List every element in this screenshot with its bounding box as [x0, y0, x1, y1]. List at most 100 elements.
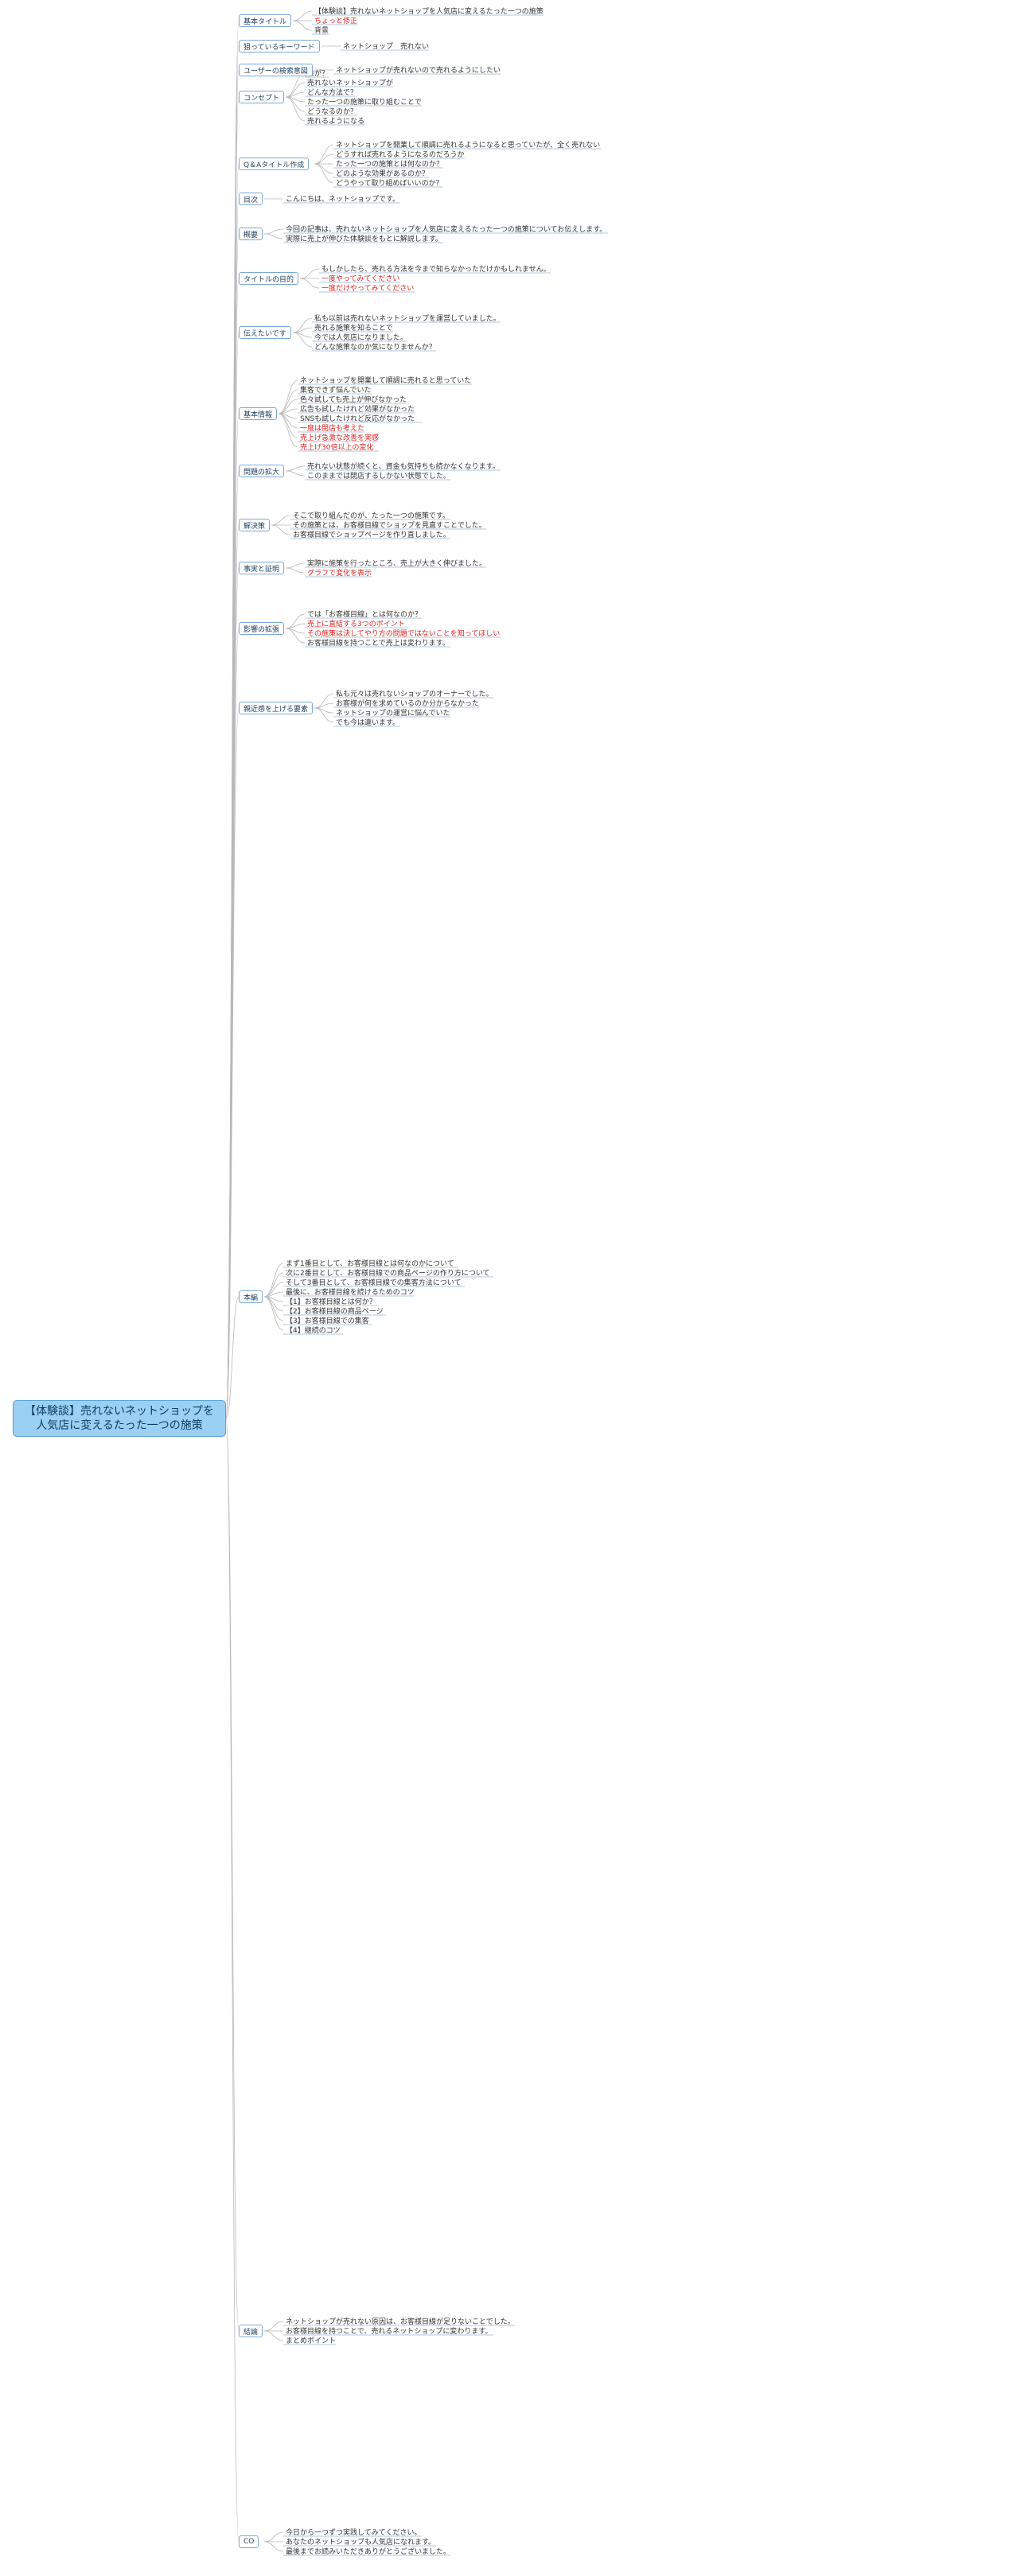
branch-topic[interactable]: 狙っているキーワード [239, 40, 320, 53]
subtopic-label[interactable]: その施策とは、お客様目線でショップを見直すことでした。 [293, 520, 486, 530]
subtopic-label[interactable]: どんな方法で？ [307, 88, 357, 97]
subtopic-label[interactable]: もしかしたら、売れる方法を今まで知らなかっただけかもしれません。 [321, 264, 551, 274]
branch-to-child-edge [278, 389, 298, 414]
subtopic-label[interactable]: 一度は閉店も考えた [300, 423, 364, 433]
subtopic-label[interactable]: 売れない状態が続くと、資金も気持ちも続かなくなります。 [307, 461, 500, 471]
branch-topic[interactable]: 問題の拡大 [239, 465, 285, 477]
subtopic-label[interactable]: ネットショップを開業して順調に売れると思っていた [300, 376, 471, 385]
branch-to-child-edge [285, 96, 306, 122]
subtopic-label[interactable]: 広告も試したけれど効果がなかった [300, 404, 415, 414]
subtopic-label[interactable]: ネットショップの運営に悩んでいた [336, 708, 450, 718]
subtopic-label[interactable]: 売れるようになる [307, 116, 364, 126]
subtopic-label[interactable]: グラフで変化を表示 [307, 568, 372, 578]
branch-topic[interactable]: 基本情報 [239, 407, 278, 420]
subtopic-label[interactable]: あなたのネットショップも人気店になれます。 [286, 2537, 435, 2547]
subtopic-label[interactable]: 売れる施策を知ることで [314, 323, 393, 333]
subtopic-label[interactable]: どんな施策なのか気になりませんか？ [314, 342, 436, 352]
subtopic-label[interactable]: 私も以前は売れないネットショップを運営していました。 [314, 313, 501, 323]
branch-topic[interactable]: コンセプト [239, 91, 285, 103]
branch-to-child-edge [292, 10, 313, 21]
branch-to-child-edge [263, 1296, 284, 1321]
subtopic-label[interactable]: まとめポイント [286, 2337, 336, 2345]
subtopic-label[interactable]: どのような効果があるのか？ [336, 169, 429, 178]
subtopic-label[interactable]: 次に2番目として、お客様目線での商品ページの作り方について [286, 1268, 490, 1278]
subtopic-label[interactable]: ネットショップ 売れない [343, 41, 429, 51]
subtopic-label[interactable]: ネットショップが売れないので売れるようにしたい [336, 65, 501, 75]
branch-to-child-edge [285, 465, 306, 472]
subtopic-label[interactable]: 実際に施策を行ったところ、売上が大きく伸びました。 [307, 558, 486, 568]
branch-topic[interactable]: ユーザーの検索意図 [239, 64, 313, 76]
subtopic-label[interactable]: その施策は決してやり方の問題ではないことを知ってほしい [307, 628, 500, 638]
branch-to-child-edge [314, 707, 334, 723]
subtopic-label[interactable]: たった一つの施策に取り組むことで [307, 97, 422, 107]
branch-to-child-edge [263, 228, 284, 235]
subtopic-label[interactable]: でも今は違います。 [336, 718, 399, 727]
subtopic-label[interactable]: 色々試しても売上が伸びなかった [300, 395, 407, 404]
subtopic-label[interactable]: まず1番目として、お客様目線とは何なのかについて [286, 1259, 454, 1268]
subtopic-label[interactable]: SNSも試したけれど反応がなかった [300, 414, 415, 423]
branch-topic[interactable]: 目次 [239, 193, 263, 205]
subtopic-label[interactable]: 最後に、お客様目線を続けるためのコツ [286, 1287, 415, 1297]
branch-to-child-edge [285, 470, 306, 477]
subtopic-label[interactable]: ネットショップを開業して順調に売れるようになると思っていたが、全く売れない [336, 140, 600, 150]
subtopic-label[interactable]: このままでは閉店するしかない状態でした。 [307, 471, 450, 481]
branch-to-child-edge [292, 20, 313, 31]
branch-to-child-edge [263, 1272, 284, 1298]
root-to-branch-edge [225, 1418, 240, 2332]
subtopic-label[interactable]: 【1】お客様目線とは何か？ [286, 1297, 376, 1306]
subtopic-label[interactable]: ネットショップが売れない原因は、お客様目線が足りないことでした。 [286, 2317, 515, 2326]
subtopic-label[interactable]: 売上げ急激な改善を実感 [300, 433, 379, 442]
subtopic-label[interactable]: 最後までお読みいただきありがとうございました。 [286, 2547, 450, 2556]
branch-topic[interactable]: 基本タイトル [239, 14, 292, 27]
subtopic-label[interactable]: そして3番目として、お客様目線での集客方法について [286, 1278, 461, 1287]
subtopic-label[interactable]: たった一つの施策とは何なのか？ [336, 159, 443, 169]
branch-to-child-edge [263, 233, 284, 239]
branch-topic[interactable]: 親近感を上げる要素 [239, 702, 314, 714]
branch-to-child-edge [278, 379, 298, 414]
subtopic-label[interactable]: 集客できず悩んでいた [300, 385, 372, 395]
branch-topic[interactable]: 結論 [239, 2325, 263, 2337]
branch-topic[interactable]: Q＆Aタイトル作成 [239, 158, 310, 170]
branch-topic[interactable]: タイトルの目的 [239, 272, 299, 285]
branch-topic[interactable]: 事実と証明 [239, 562, 285, 574]
subtopic-label[interactable]: 実際に売上が伸びた体験談をもとに解説します。 [286, 234, 442, 243]
branch-to-child-edge [285, 562, 306, 569]
branch-topic[interactable]: 本編 [239, 1290, 263, 1303]
branch-topic[interactable]: 解決策 [239, 519, 271, 531]
branch-topic[interactable]: 伝えたいです [239, 326, 291, 339]
branch-to-child-edge [285, 628, 306, 644]
subtopic-label[interactable]: お客様目線を持つことで売上は変わります。 [307, 638, 450, 648]
subtopic-label[interactable]: 一度だけやってみてください [321, 283, 414, 293]
subtopic-label[interactable]: こんにちは、ネットショップです。 [286, 195, 399, 204]
subtopic-label[interactable]: 今回の記事は、売れないネットショップを人気店に変えるたった一つの施策についてお伝… [286, 224, 606, 234]
subtopic-label[interactable]: 今日から一つずつ実践してみてください。 [286, 2527, 421, 2537]
subtopic-label[interactable]: そこで取り組んだのが、たった一つの施策です。 [293, 511, 450, 520]
mindmap-edges [225, 10, 341, 2552]
branch-topic[interactable]: CO [239, 2535, 259, 2548]
subtopic-label[interactable]: 一度やってみてください [321, 274, 399, 283]
subtopic-label[interactable]: 私も元々は売れないショップのオーナーでした。 [336, 689, 493, 698]
subtopic-label[interactable]: 背景 [314, 25, 329, 35]
subtopic-label[interactable]: ちょっと修正 [314, 16, 357, 25]
subtopic-label[interactable]: 売上に直結する3つのポイント [307, 619, 405, 628]
subtopic-label[interactable]: 【4】継続のコツ [286, 1325, 341, 1335]
subtopic-label[interactable]: お客様目線でショップページを作り直しました。 [293, 530, 450, 539]
branch-to-child-edge [278, 413, 298, 448]
root-to-branch-edge [225, 1296, 240, 1419]
root-topic[interactable]: 【体験談】売れないネットショップを人気店に変えるたった一つの施策 [13, 1400, 226, 1437]
branch-topic[interactable]: 影響の拡張 [239, 622, 285, 635]
subtopic-label[interactable]: お客様が何を求めているのか分からなかった [336, 698, 479, 708]
subtopic-label[interactable]: 売上げ30倍以上の変化 [300, 442, 373, 452]
subtopic-label[interactable]: 今では人気店になりました。 [314, 333, 407, 342]
branch-topic[interactable]: 概要 [239, 228, 263, 240]
subtopic-label[interactable]: どうやって取り組めばいいのか？ [336, 178, 443, 188]
subtopic-label[interactable]: どうなるのか？ [307, 107, 357, 116]
subtopic-label[interactable]: 【体験談】売れないネットショップを人気店に変えるたった一つの施策 [314, 6, 544, 16]
subtopic-label[interactable]: 売れないネットショップが [307, 78, 393, 88]
subtopic-label[interactable]: では「お客様目線」とは何なのか？ [307, 609, 422, 619]
subtopic-label[interactable]: どうすれば売れるようになるのだろうか [336, 150, 464, 159]
subtopic-label[interactable]: 【3】お客様目線での集客 [286, 1316, 369, 1325]
subtopic-label[interactable]: お客様目線を持つことで、売れるネットショップに変わります。 [286, 2326, 492, 2336]
subtopic-label[interactable]: 【2】お客様目線の商品ページ [286, 1306, 384, 1316]
